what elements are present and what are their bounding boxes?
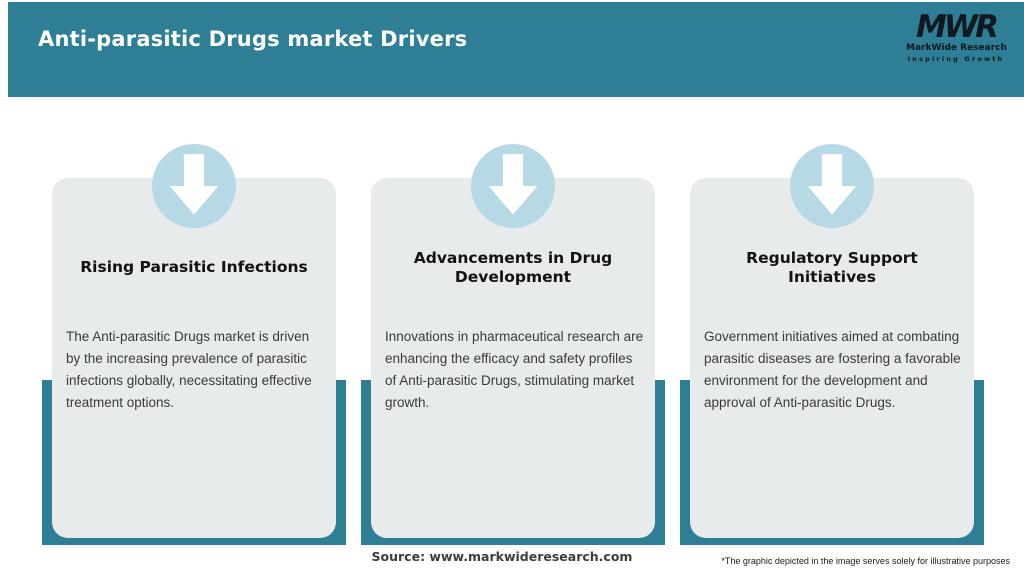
arrow-down-icon (790, 144, 874, 228)
disclaimer-text: *The graphic depicted in the image serve… (721, 556, 1010, 566)
header-bar: Anti-parasitic Drugs market Drivers MWR … (8, 2, 1024, 97)
driver-card-group-2: Advancements in Drug Development Innovat… (361, 144, 665, 545)
card-title: Regulatory Support Initiatives (746, 248, 918, 286)
logo-name: MarkWide Research (906, 43, 1007, 53)
card-title: Advancements in Drug Development (413, 248, 613, 286)
driver-card: Rising Parasitic Infections The Anti-par… (52, 178, 336, 538)
brand-logo: MWR MarkWide Research Inspiring Growth (906, 9, 1007, 64)
driver-card-group-1: Rising Parasitic Infections The Anti-par… (42, 144, 346, 545)
driver-card: Advancements in Drug Development Innovat… (371, 178, 655, 538)
arrow-down-icon (471, 144, 555, 228)
driver-card: Regulatory Support Initiatives Governmen… (690, 178, 974, 538)
card-body: Innovations in pharmaceutical research a… (385, 329, 644, 410)
driver-card-group-3: Regulatory Support Initiatives Governmen… (680, 144, 984, 545)
logo-monogram: MWR (916, 9, 999, 45)
card-body: Government initiatives aimed at combatin… (704, 329, 961, 410)
source-text: Source: www.markwideresearch.com (371, 549, 633, 564)
arrow-down-icon (152, 144, 236, 228)
card-body: The Anti-parasitic Drugs market is drive… (66, 329, 312, 410)
card-title: Rising Parasitic Infections (80, 258, 308, 277)
logo-tagline: Inspiring Growth (907, 55, 1005, 63)
page-title: Anti-parasitic Drugs market Drivers (38, 27, 468, 51)
